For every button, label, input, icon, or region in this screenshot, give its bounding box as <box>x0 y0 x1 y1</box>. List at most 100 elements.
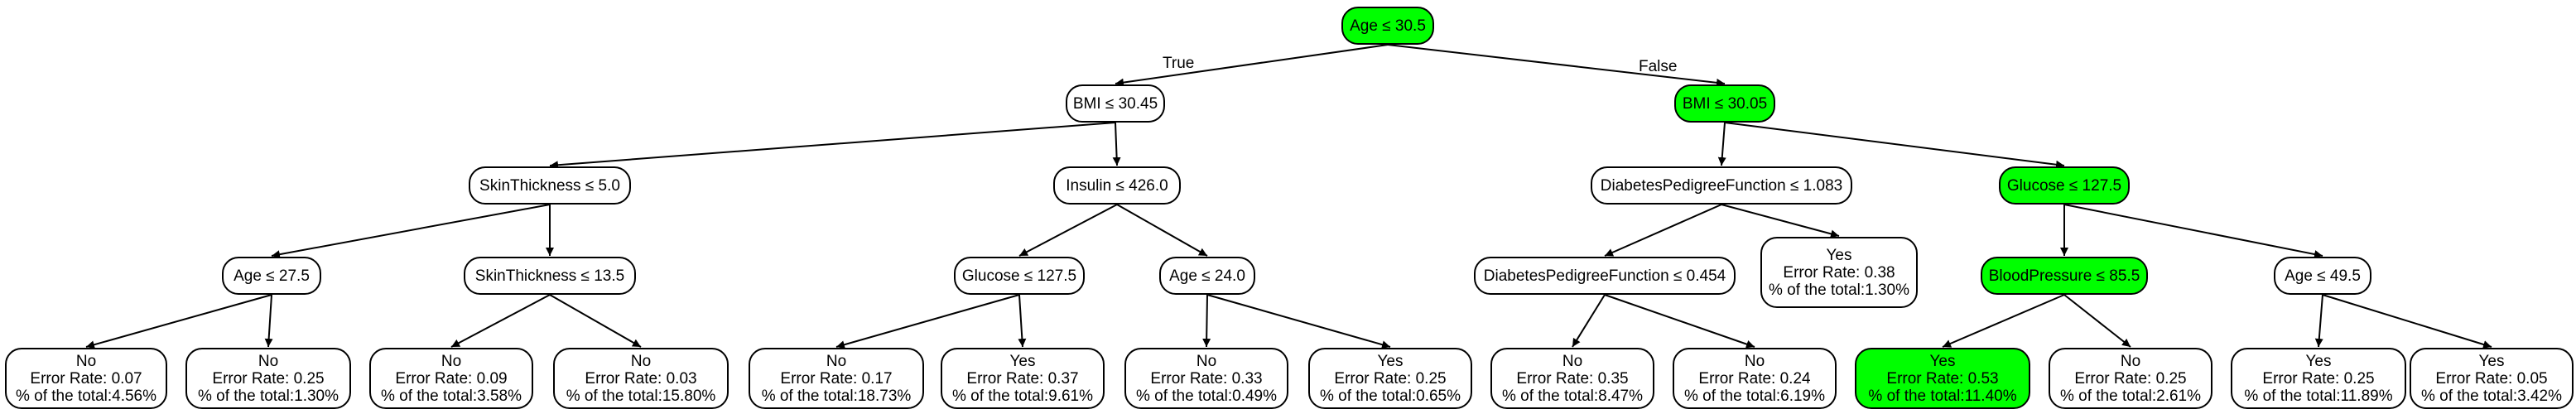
node-age-24[interactable]: Age ≤ 24.0 <box>1159 257 1255 295</box>
node-dpf-1083[interactable]: DiabetesPedigreeFunction ≤ 1.083 <box>1591 166 1852 205</box>
leaf-share: % of the total:15.80% <box>566 387 716 405</box>
leaf-share: % of the total:1.30% <box>1768 281 1910 299</box>
leaf-class: No <box>258 352 279 370</box>
tree-edge <box>85 294 272 349</box>
node-dpf-0454[interactable]: DiabetesPedigreeFunction ≤ 0.454 <box>1474 257 1736 295</box>
leaf-error-rate: Error Rate: 0.17 <box>780 369 893 388</box>
leaf-error-rate: Error Rate: 0.25 <box>1334 369 1447 388</box>
node-label: DiabetesPedigreeFunction ≤ 0.454 <box>1483 267 1726 285</box>
leaf-error-rate: Error Rate: 0.24 <box>1698 369 1811 388</box>
leaf-share: % of the total:11.40% <box>1868 387 2017 405</box>
node-label: Glucose ≤ 127.5 <box>2006 176 2122 195</box>
node-bmi-left[interactable]: BMI ≤ 30.45 <box>1066 84 1165 123</box>
leaf-share: % of the total:2.61% <box>2059 387 2202 405</box>
tree-edge <box>1604 294 1755 349</box>
tree-edge <box>1206 294 1391 349</box>
leaf-share: % of the total:4.56% <box>15 387 157 405</box>
edge-label-false: False <box>1639 58 1678 75</box>
node-bmi-right[interactable]: BMI ≤ 30.05 <box>1674 84 1775 123</box>
node-skinthickness-135[interactable]: SkinThickness ≤ 13.5 <box>464 257 636 295</box>
leaf-error-rate: Error Rate: 0.25 <box>2262 369 2375 388</box>
leaf-class: No <box>826 352 847 370</box>
tree-edge <box>1942 294 2065 348</box>
tree-edge <box>1572 294 1606 348</box>
leaf-error-rate: Error Rate: 0.03 <box>585 369 697 388</box>
leaf-error-rate: Error Rate: 0.35 <box>1516 369 1629 388</box>
leaf-node[interactable]: No Error Rate: 0.25 % of the total:1.30% <box>185 348 351 409</box>
leaf-error-rate: Error Rate: 0.37 <box>966 369 1079 388</box>
node-glucose-left[interactable]: Glucose ≤ 127.5 <box>954 257 1085 295</box>
node-insulin[interactable]: Insulin ≤ 426.0 <box>1053 166 1181 205</box>
leaf-node[interactable]: No Error Rate: 0.17 % of the total:18.73… <box>749 348 924 409</box>
tree-edge <box>271 204 551 259</box>
leaf-error-rate: Error Rate: 0.38 <box>1783 263 1895 282</box>
tree-edge <box>264 294 273 348</box>
tree-edge <box>1115 44 1389 87</box>
node-skinthickness-5[interactable]: SkinThickness ≤ 5.0 <box>469 166 631 205</box>
node-label: Age ≤ 49.5 <box>2285 267 2361 285</box>
leaf-class: Yes <box>1009 352 1036 370</box>
leaf-class: Yes <box>1377 352 1404 370</box>
leaf-node[interactable]: No Error Rate: 0.33 % of the total:0.49% <box>1124 348 1288 409</box>
leaf-node[interactable]: Yes Error Rate: 0.53 % of the total:11.4… <box>1855 348 2030 409</box>
tree-edge <box>1202 294 1211 348</box>
node-label: SkinThickness ≤ 5.0 <box>479 176 620 195</box>
leaf-error-rate: Error Rate: 0.25 <box>2074 369 2187 388</box>
leaf-share: % of the total:0.49% <box>1135 387 1278 405</box>
leaf-class: Yes <box>1929 352 1956 370</box>
leaf-yes-038[interactable]: Yes Error Rate: 0.38 % of the total:1.30… <box>1760 237 1918 308</box>
leaf-class: No <box>2120 352 2141 370</box>
leaf-class: No <box>1744 352 1765 370</box>
tree-edge <box>1387 44 1726 87</box>
tree-edge <box>2063 294 2131 348</box>
tree-edge <box>1112 122 1121 166</box>
leaf-share: % of the total:8.47% <box>1501 387 1644 405</box>
leaf-share: % of the total:0.65% <box>1319 387 1461 405</box>
leaf-share: % of the total:3.58% <box>380 387 522 405</box>
node-label: BloodPressure ≤ 85.5 <box>1988 267 2140 285</box>
leaf-error-rate: Error Rate: 0.09 <box>395 369 508 388</box>
leaf-error-rate: Error Rate: 0.05 <box>2435 369 2548 388</box>
edge-label-true: True <box>1163 55 1195 72</box>
tree-edge <box>549 122 1116 170</box>
leaf-error-rate: Error Rate: 0.53 <box>1886 369 1999 388</box>
leaf-node[interactable]: Yes Error Rate: 0.05 % of the total:3.42… <box>2410 348 2574 409</box>
leaf-node[interactable]: No Error Rate: 0.24 % of the total:6.19% <box>1673 348 1837 409</box>
node-age-495[interactable]: Age ≤ 49.5 <box>2274 257 2371 295</box>
leaf-node[interactable]: Yes Error Rate: 0.37 % of the total:9.61… <box>941 348 1105 409</box>
tree-edge <box>1721 204 1840 238</box>
tree-edge <box>450 294 551 348</box>
leaf-class: Yes <box>2305 352 2332 370</box>
leaf-class: No <box>1562 352 1583 370</box>
leaf-share: % of the total:11.89% <box>2244 387 2393 405</box>
leaf-node[interactable]: No Error Rate: 0.25 % of the total:2.61% <box>2049 348 2212 409</box>
node-label: Age ≤ 30.5 <box>1350 17 1426 35</box>
tree-edge <box>1018 294 1027 348</box>
tree-edge <box>1116 204 1208 257</box>
node-root-age[interactable]: Age ≤ 30.5 <box>1341 7 1434 45</box>
leaf-class: No <box>75 352 97 370</box>
tree-edge <box>549 294 642 348</box>
node-glucose-right[interactable]: Glucose ≤ 127.5 <box>1999 166 2130 205</box>
leaf-node[interactable]: No Error Rate: 0.35 % of the total:8.47% <box>1490 348 1654 409</box>
tree-edge <box>1724 122 2065 169</box>
node-age-275[interactable]: Age ≤ 27.5 <box>222 257 321 295</box>
leaf-node[interactable]: No Error Rate: 0.07 % of the total:4.56% <box>5 348 167 409</box>
node-label: DiabetesPedigreeFunction ≤ 1.083 <box>1600 176 1843 195</box>
leaf-node[interactable]: No Error Rate: 0.09 % of the total:3.58% <box>369 348 533 409</box>
leaf-share: % of the total:9.61% <box>951 387 1094 405</box>
tree-edge <box>2063 204 2323 258</box>
node-label: BMI ≤ 30.05 <box>1682 94 1768 113</box>
tree-edge <box>2322 294 2492 349</box>
leaf-share: % of the total:1.30% <box>197 387 339 405</box>
node-label: BMI ≤ 30.45 <box>1072 94 1158 113</box>
leaf-class: No <box>441 352 462 370</box>
leaf-node[interactable]: Yes Error Rate: 0.25 % of the total:0.65… <box>1308 348 1472 409</box>
leaf-node[interactable]: No Error Rate: 0.03 % of the total:15.80… <box>553 348 729 409</box>
node-bloodpressure[interactable]: BloodPressure ≤ 85.5 <box>1981 257 2148 295</box>
tree-edge <box>835 294 1020 349</box>
tree-edge <box>1018 204 1118 257</box>
leaf-share: % of the total:18.73% <box>761 387 912 405</box>
leaf-node[interactable]: Yes Error Rate: 0.25 % of the total:11.8… <box>2231 348 2406 409</box>
